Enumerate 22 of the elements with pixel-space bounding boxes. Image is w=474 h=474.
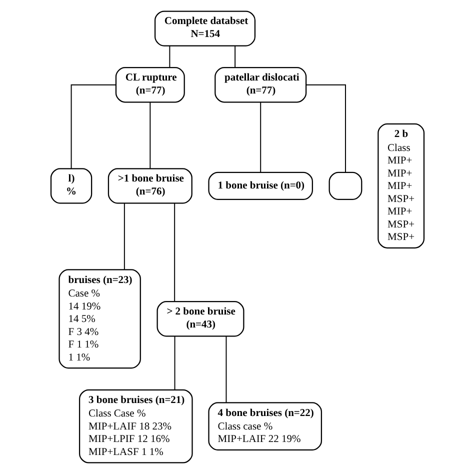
- node-box: > 2 bone bruise (n=43): [156, 301, 244, 337]
- connector: [149, 102, 150, 169]
- node-box: CL rupture (n=77): [114, 67, 184, 103]
- node-box: Complete databset N=154: [154, 10, 256, 46]
- connector: [174, 336, 175, 390]
- connector: [168, 46, 170, 68]
- node-box: 3 bone bruises (n=21) Class Case % MIP+LAIF 18 23% MIP+LPIF 12 16% MIP+LASF 1 1%: [78, 389, 192, 464]
- connector: [174, 202, 175, 302]
- node-box: bruises (n=23) Case % 14 19% 14 5% F 3 4% F 1 1% 1 1%: [58, 269, 140, 369]
- connector: [305, 84, 346, 173]
- connector: [260, 102, 261, 173]
- connector: [70, 84, 116, 170]
- node-box: [328, 172, 362, 200]
- connector: [234, 46, 236, 68]
- node-box: 2 b Class MIP+ MIP+ MIP+ MSP+ MIP+ MSP+ MSP+: [377, 123, 424, 248]
- node-box: 4 bone bruises (n=22) Class case % MIP+LAIF 22 19%: [208, 402, 322, 451]
- node-box: 1 bone bruise (n=0): [208, 172, 312, 200]
- node-box: >1 bone bruise (n=76): [107, 168, 192, 204]
- node-box: patellar dislocati (n=77): [214, 67, 306, 103]
- connector: [123, 202, 124, 270]
- node-box: l) %: [50, 168, 92, 204]
- connector: [225, 336, 226, 404]
